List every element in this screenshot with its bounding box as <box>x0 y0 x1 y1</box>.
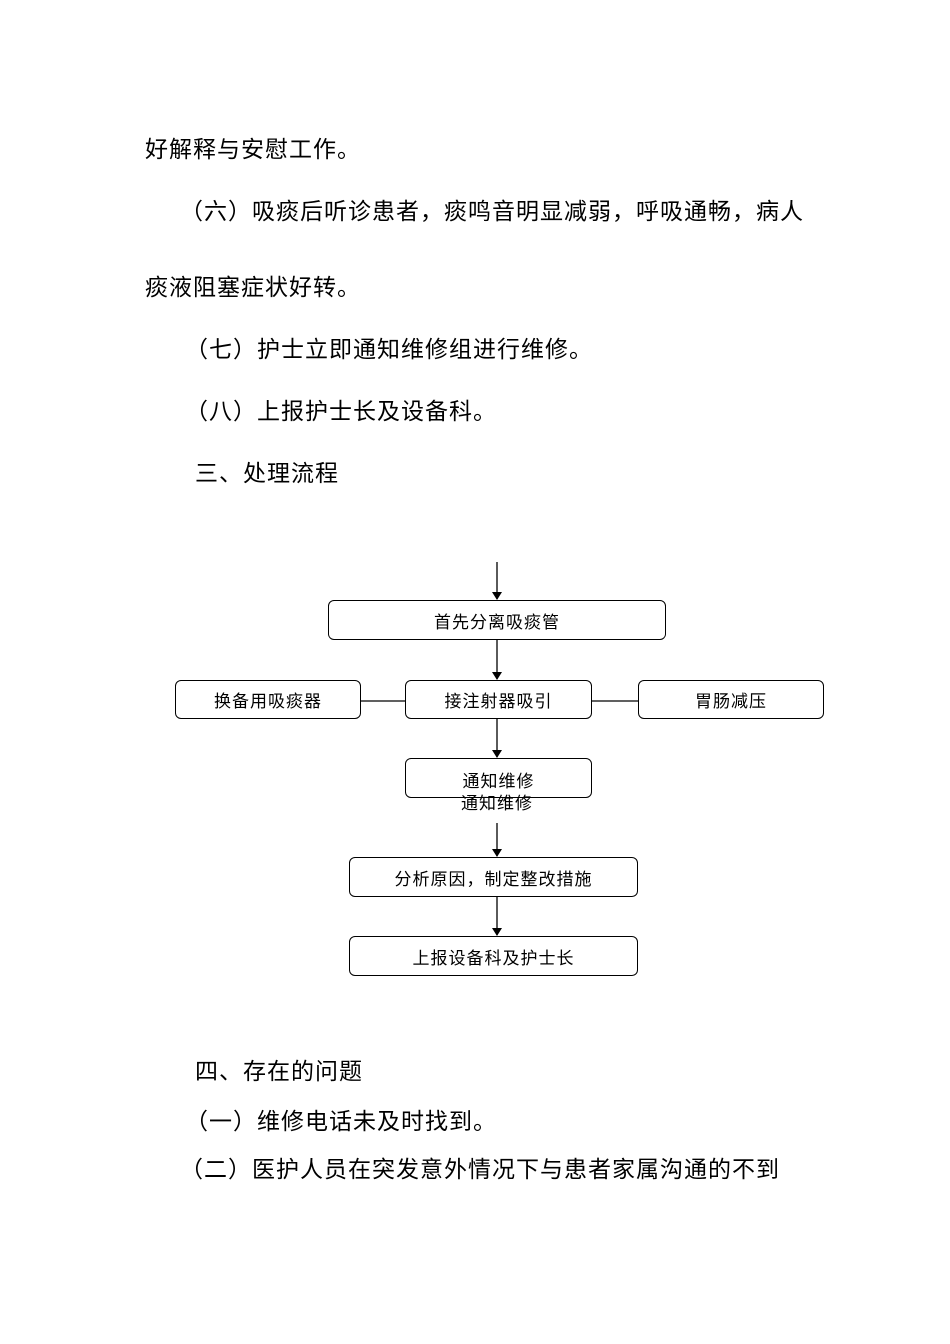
flow-step-gastric-decompression: 胃肠减压 <box>638 680 824 719</box>
paragraph-text: （八）上报护士长及设备科。 <box>185 399 497 425</box>
flow-step-report: 上报设备科及护士长 <box>349 936 638 976</box>
paragraph-text: （七）护士立即通知维修组进行维修。 <box>185 337 593 363</box>
flow-step-separate-tube: 首先分离吸痰管 <box>328 600 666 640</box>
flow-step-replace-suction: 换备用吸痰器 <box>175 680 361 719</box>
flow-step-analyze-causes: 分析原因，制定整改措施 <box>349 857 638 897</box>
flow-step-syringe-suction: 接注射器吸引 <box>405 680 592 719</box>
flow-step-notify-repair-duplicate-text: 通知维修 <box>461 794 533 814</box>
paragraph-text: 痰液阻塞症状好转。 <box>145 275 361 301</box>
paragraph-text: （六）吸痰后听诊患者，痰鸣音明显减弱，呼吸通畅，病人 <box>180 199 804 225</box>
paragraph-text: 好解释与安慰工作。 <box>145 137 361 163</box>
paragraph-text: （一）维修电话未及时找到。 <box>185 1109 497 1135</box>
section-heading: 四、存在的问题 <box>195 1059 363 1085</box>
paragraph-text: （二）医护人员在突发意外情况下与患者家属沟通的不到 <box>180 1157 780 1183</box>
flow-step-notify-repair: 通知维修 <box>405 758 592 798</box>
section-heading: 三、处理流程 <box>195 461 339 487</box>
